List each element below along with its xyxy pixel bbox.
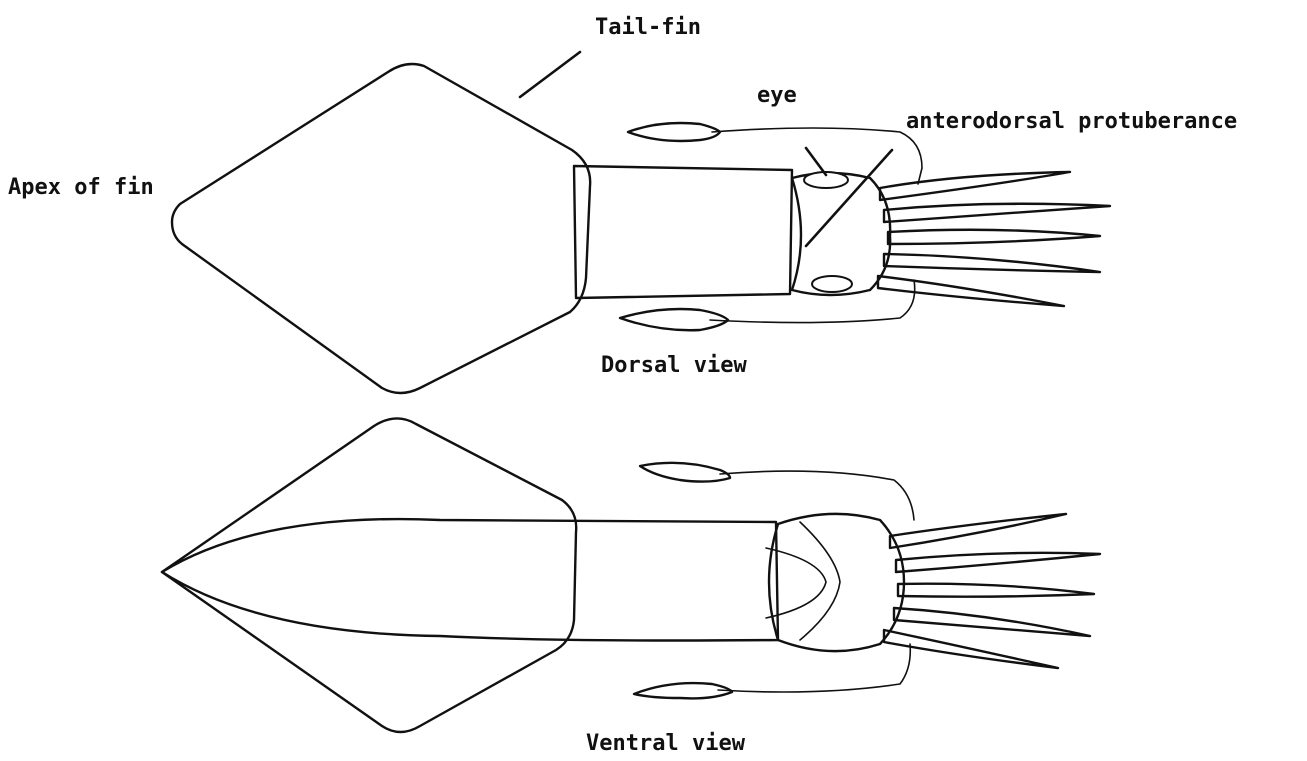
ventral-squid xyxy=(162,418,1100,732)
dorsal-arm-4 xyxy=(884,254,1100,272)
label-anterodorsal-protuberance: anterodorsal protuberance xyxy=(906,109,1237,134)
ventral-tentacle-lower xyxy=(718,644,910,692)
eye-leader xyxy=(806,148,826,175)
ventral-funnel-inner xyxy=(800,522,840,640)
ventral-arm-4 xyxy=(894,608,1090,636)
dorsal-mantle xyxy=(574,166,792,298)
label-ventral-view: Ventral view xyxy=(586,731,746,756)
tail-fin-leader xyxy=(520,52,580,97)
ventral-arm-1 xyxy=(890,514,1066,548)
label-dorsal-view: Dorsal view xyxy=(601,353,747,378)
ventral-club-lower xyxy=(634,683,732,698)
dorsal-arm-2 xyxy=(884,204,1110,222)
ventral-club-upper xyxy=(640,463,730,482)
label-eye: eye xyxy=(757,83,797,108)
ventral-arm-3 xyxy=(898,584,1094,597)
label-apex-of-fin: Apex of fin xyxy=(8,175,154,200)
ventral-tentacle-upper xyxy=(720,471,914,520)
ventral-fin xyxy=(162,418,576,732)
label-tail-fin: Tail-fin xyxy=(595,15,701,40)
dorsal-arm-1 xyxy=(880,172,1070,200)
dorsal-club-upper xyxy=(628,123,720,141)
ventral-mantle xyxy=(162,519,778,640)
ventral-funnel xyxy=(766,548,826,618)
dorsal-eye-lower xyxy=(812,276,852,292)
ventral-arm-2 xyxy=(896,553,1100,572)
dorsal-arm-3 xyxy=(888,230,1100,244)
dorsal-arm-5 xyxy=(878,276,1064,306)
dorsal-tail-fin xyxy=(172,64,590,393)
